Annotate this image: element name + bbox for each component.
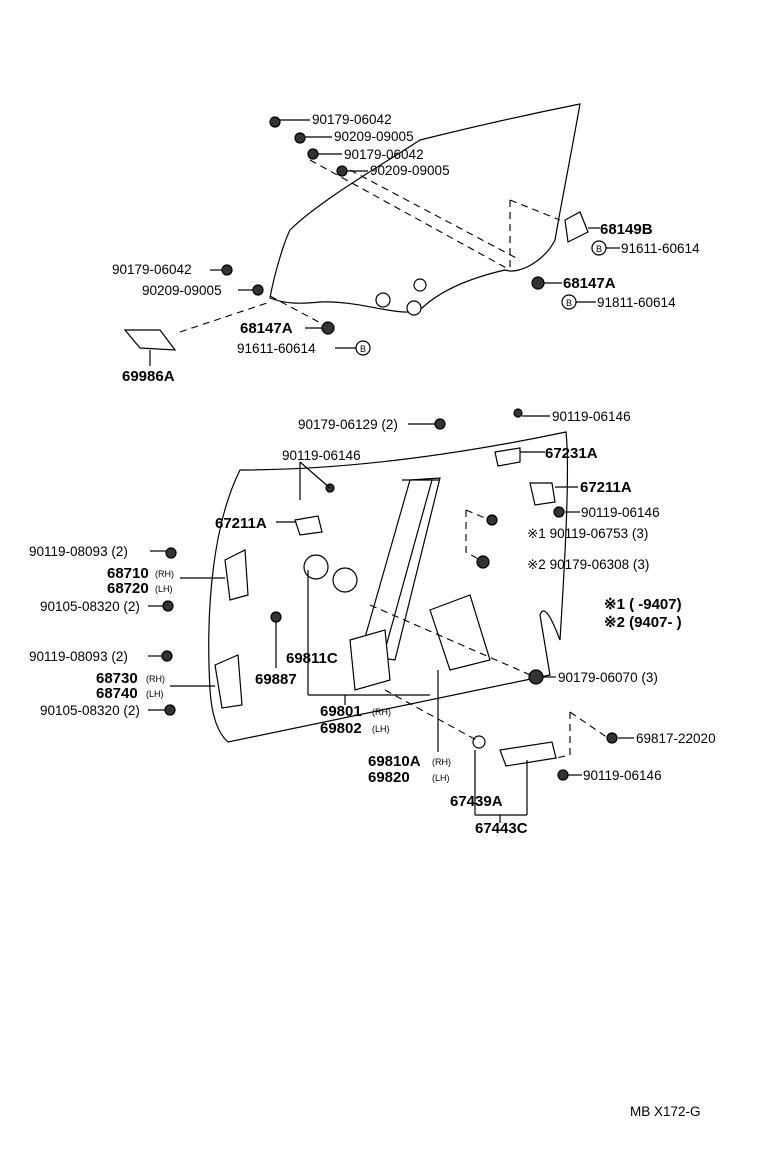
label-68740-lh: (LH) bbox=[146, 689, 164, 699]
label-69802: 69802 bbox=[320, 720, 362, 737]
glass-clip bbox=[406, 300, 422, 316]
label-67211A: 67211A bbox=[215, 515, 267, 532]
label-68740: 68740 bbox=[96, 685, 138, 702]
label-68730-rh: (RH) bbox=[146, 674, 165, 684]
label-90119-06753: ※1 90119-06753 (3) bbox=[527, 526, 648, 541]
label-90209-09005: 90209-09005 bbox=[370, 163, 450, 178]
label-68710: 68710 bbox=[107, 565, 149, 582]
label-69810A-rh: (RH) bbox=[432, 757, 451, 767]
door-glass bbox=[179, 103, 581, 333]
label-90119-06146: 90119-06146 bbox=[282, 448, 361, 463]
regulator-gear bbox=[303, 554, 329, 580]
glass-clip bbox=[375, 292, 391, 308]
label-69820: 69820 bbox=[368, 769, 410, 786]
label-68147A: 68147A bbox=[563, 275, 616, 292]
label-91611-60614: 91611-60614 bbox=[621, 241, 700, 256]
regulator-pulley bbox=[332, 567, 358, 593]
label-69820-lh: (LH) bbox=[432, 773, 450, 783]
label-90179-06308: ※2 90179-06308 (3) bbox=[527, 557, 649, 572]
label-90179-06042: 90179-06042 bbox=[312, 112, 392, 127]
label-69817-22020: 69817-22020 bbox=[636, 731, 716, 746]
glass-leaders bbox=[149, 119, 620, 366]
circle-b-marker bbox=[355, 340, 371, 356]
label-68720-lh: (LH) bbox=[155, 584, 173, 594]
circle-b-marker bbox=[561, 294, 577, 310]
label-69887: 69887 bbox=[255, 671, 297, 688]
regulator-motor bbox=[429, 594, 491, 671]
label-69801-rh: (RH) bbox=[372, 707, 391, 717]
label-90119-08093: 90119-08093 (2) bbox=[29, 544, 128, 559]
circle-b-label: B bbox=[566, 298, 572, 308]
label-note-2: ※2 (9407- ) bbox=[604, 614, 682, 631]
label-68720: 68720 bbox=[107, 580, 149, 597]
label-67211A: 67211A bbox=[580, 479, 632, 496]
regulator-dashes bbox=[369, 509, 609, 759]
label-90179-06070: 90179-06070 (3) bbox=[558, 670, 658, 685]
hinge-68710 bbox=[224, 549, 249, 601]
window-regulator bbox=[214, 447, 557, 767]
label-68149B: 68149B bbox=[600, 221, 653, 238]
label-67443C: 67443C bbox=[475, 820, 528, 837]
diagram-code: MB X172-G bbox=[630, 1104, 701, 1119]
label-90105-08320: 90105-08320 (2) bbox=[40, 703, 140, 718]
label-67231A: 67231A bbox=[545, 445, 598, 462]
label-90105-08320: 90105-08320 (2) bbox=[40, 599, 140, 614]
bracket-67211A bbox=[294, 515, 323, 536]
label-68730: 68730 bbox=[96, 670, 138, 687]
glass-fasteners bbox=[123, 116, 589, 351]
label-90209-09005: 90209-09005 bbox=[334, 129, 414, 144]
label-69802-lh: (LH) bbox=[372, 724, 390, 734]
regulator-leaders bbox=[148, 415, 634, 823]
fastener bbox=[472, 735, 486, 749]
bracket-68149B bbox=[564, 211, 589, 243]
label-67439A: 67439A bbox=[450, 793, 503, 810]
label-90179-06042: 90179-06042 bbox=[344, 147, 424, 162]
label-90119-06146: 90119-06146 bbox=[552, 409, 631, 424]
bracket-67443C bbox=[499, 741, 557, 767]
label-90119-08093: 90119-08093 (2) bbox=[29, 649, 128, 664]
circle-b-label: B bbox=[596, 244, 602, 254]
label-69801: 69801 bbox=[320, 703, 362, 720]
label-68710-rh: (RH) bbox=[155, 569, 174, 579]
b-markers: B B B bbox=[355, 240, 607, 356]
label-69811C: 69811C bbox=[286, 650, 338, 667]
label-69810A: 69810A bbox=[368, 753, 421, 770]
bracket-67231A bbox=[494, 447, 521, 467]
label-69986A: 69986A bbox=[122, 368, 175, 385]
label-91811-60614: 91811-60614 bbox=[597, 295, 676, 310]
circle-b-label: B bbox=[360, 344, 366, 354]
circle-b-marker bbox=[591, 240, 607, 256]
label-90119-06146: 90119-06146 bbox=[583, 768, 662, 783]
hinge-68730 bbox=[214, 654, 243, 709]
label-90179-06129: 90179-06129 (2) bbox=[298, 417, 398, 432]
guide-69986A bbox=[123, 329, 177, 351]
label-91611-60614: 91611-60614 bbox=[237, 341, 316, 356]
label-note-1: ※1 ( -9407) bbox=[604, 596, 682, 613]
glass-clip bbox=[413, 278, 427, 292]
label-68147A: 68147A bbox=[240, 320, 293, 337]
door-inner-panel bbox=[208, 431, 569, 743]
bracket-67211A bbox=[529, 482, 556, 506]
label-90179-06042: 90179-06042 bbox=[112, 262, 192, 277]
label-90209-09005: 90209-09005 bbox=[142, 283, 222, 298]
label-90119-06146: 90119-06146 bbox=[581, 505, 660, 520]
